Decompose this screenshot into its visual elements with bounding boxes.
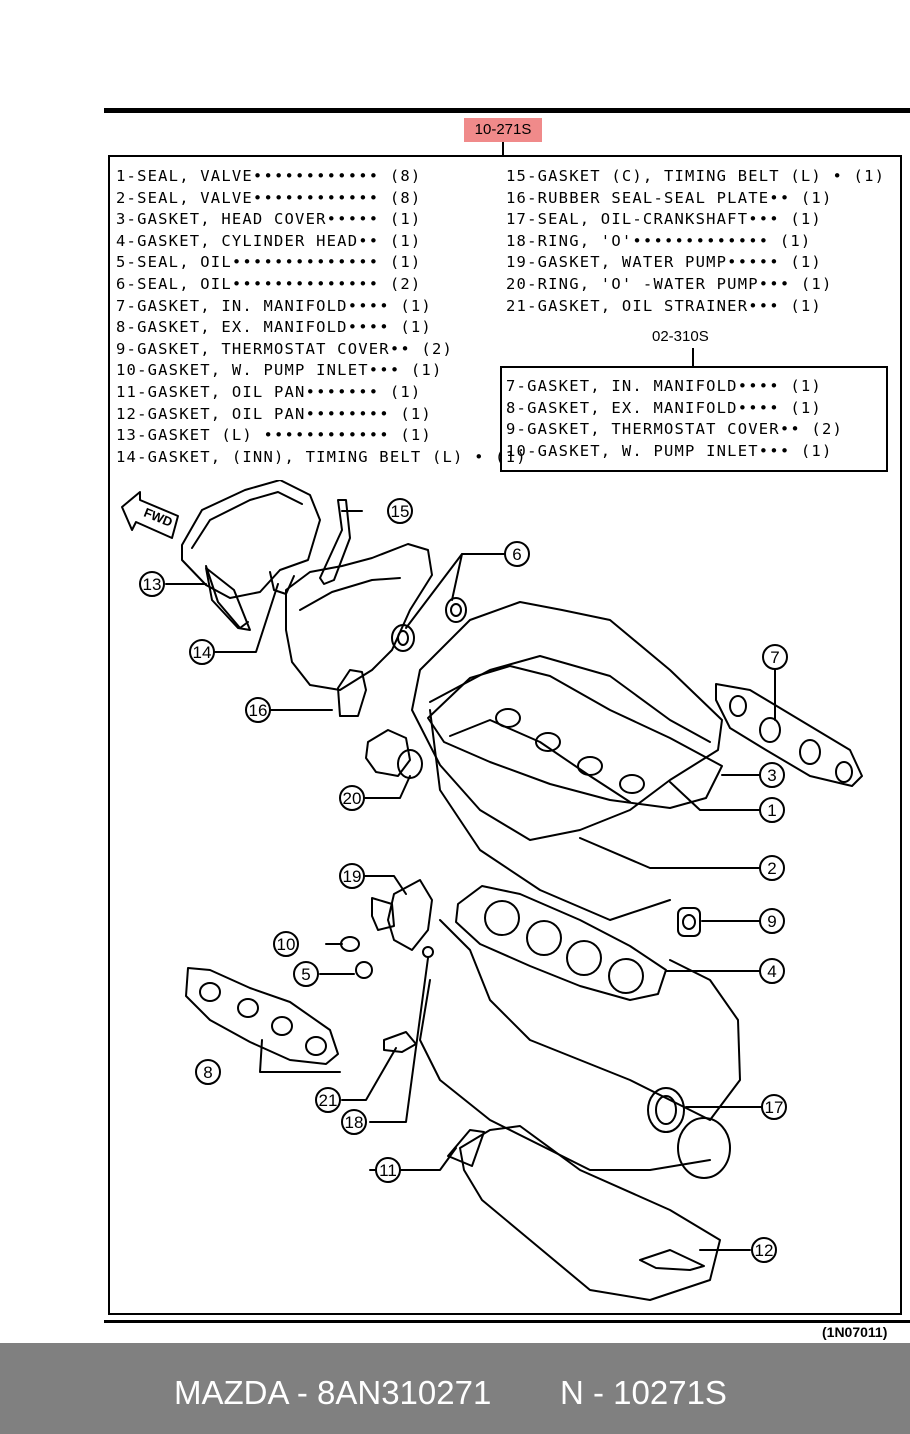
callout-5: 5: [293, 961, 319, 987]
sub-kit-item: 7-GASKET, IN. MANIFOLD•••• (1): [506, 377, 822, 395]
parts-list-item: 21-GASKET, OIL STRAINER••• (1): [506, 296, 822, 315]
parts-list-item: 1-SEAL, VALVE•••••••••••• (8): [116, 167, 422, 185]
sub-kit-leader-line: [692, 348, 694, 366]
parts-list-item: 2-SEAL, VALVE•••••••••••• (8): [116, 188, 422, 207]
callout-3: 3: [759, 762, 785, 788]
sub-kit-item: 8-GASKET, EX. MANIFOLD•••• (1): [506, 398, 822, 417]
svg-text:14: 14: [193, 643, 212, 662]
crankshaft-oil-seal: [647, 1087, 731, 1179]
callout-4: 4: [759, 958, 785, 984]
parts-list-item: 10-GASKET, W. PUMP INLET••• (1): [116, 361, 443, 380]
sub-kit-item: 10-GASKET, W. PUMP INLET••• (1): [506, 441, 833, 460]
exhaust-manifold-gasket: [185, 967, 339, 1065]
callout-17: 17: [761, 1094, 787, 1120]
parts-list-item: 16-RUBBER SEAL-SEAL PLATE•• (1): [506, 188, 833, 207]
callout-16: 16: [245, 697, 271, 723]
callout-11: 11: [375, 1157, 401, 1183]
cylinder-block: [419, 919, 741, 1171]
thermostat-gasket: [677, 907, 701, 937]
oil-pan: [447, 1125, 721, 1301]
callout-13: 13: [139, 571, 165, 597]
callout-badges: 1 2 3 4 5 6 7 8 9 10 11 12 13 14 15 16 1…: [139, 498, 788, 1263]
callout-14: 14: [189, 639, 215, 665]
cylinder-head-gasket: [455, 885, 667, 1001]
oil-strainer-gasket: [383, 1031, 417, 1053]
svg-text:20: 20: [343, 789, 362, 808]
parts-list-item: 20-RING, 'O' -WATER PUMP••• (1): [506, 274, 833, 293]
svg-text:11: 11: [379, 1161, 397, 1180]
callout-10: 10: [273, 931, 299, 957]
part-tag: 10-271S: [464, 118, 542, 142]
callout-8: 8: [195, 1059, 221, 1085]
sub-kit-item: 9-GASKET, THERMOSTAT COVER•• (2): [506, 420, 844, 439]
footer-banner: MAZDA - 8AN310271 N - 10271S: [0, 1343, 910, 1434]
callout-20: 20: [339, 785, 365, 811]
parts-list-item: 12-GASKET, OIL PAN•••••••• (1): [116, 404, 432, 423]
svg-text:5: 5: [301, 965, 310, 984]
sub-kit-tag: 02-310S: [652, 328, 709, 345]
callout-12: 12: [751, 1237, 777, 1263]
parts-list-item: 9-GASKET, THERMOSTAT COVER•• (2): [116, 339, 454, 358]
sub-kit-box: [500, 366, 888, 472]
front-seals: [391, 597, 467, 652]
svg-text:1: 1: [767, 801, 776, 820]
parts-list-item: 19-GASKET, WATER PUMP••••• (1): [506, 253, 822, 272]
sub-kit-list: 7-GASKET, IN. MANIFOLD•••• (1) 8-GASKET,…: [506, 376, 843, 462]
svg-text:6: 6: [512, 545, 521, 564]
svg-text:13: 13: [143, 575, 162, 594]
svg-text:17: 17: [765, 1098, 784, 1117]
cylinder-head: [411, 601, 723, 921]
svg-text:15: 15: [391, 502, 410, 521]
parts-list-item: 18-RING, 'O'••••••••••••• (1): [506, 231, 812, 250]
parts-list-left: 1-SEAL, VALVE•••••••••••• (8) 2-SEAL, VA…: [116, 166, 527, 468]
parts-list-item: 13-GASKET (L) •••••••••••• (1): [116, 426, 432, 445]
parts-list-item: 8-GASKET, EX. MANIFOLD•••• (1): [116, 318, 432, 337]
callout-6: 6: [504, 541, 530, 567]
footer-kit-code: N - 10271S: [560, 1374, 727, 1411]
parts-list-item: 4-GASKET, CYLINDER HEAD•• (1): [116, 231, 422, 250]
svg-text:7: 7: [770, 648, 779, 667]
parts-list-item: 15-GASKET (C), TIMING BELT (L) • (1): [506, 167, 886, 185]
fwd-arrow-icon: FWD: [121, 491, 179, 539]
footer-part-number: MAZDA - 8AN310271: [174, 1374, 492, 1411]
svg-text:19: 19: [343, 867, 362, 886]
parts-list-item: 14-GASKET, (INN), TIMING BELT (L) • (1): [116, 447, 527, 466]
bottom-rule: [104, 1320, 910, 1323]
engine-exploded-diagram: FWD: [121, 480, 863, 1301]
parts-list-right: 15-GASKET (C), TIMING BELT (L) • (1) 16-…: [506, 166, 885, 317]
svg-text:9: 9: [767, 912, 776, 931]
water-pump-parts: [340, 729, 434, 979]
reference-code: (1N07011): [822, 1324, 888, 1340]
callout-2: 2: [759, 855, 785, 881]
leader-lines: [165, 510, 776, 1251]
svg-text:4: 4: [767, 962, 776, 981]
callout-18: 18: [341, 1109, 367, 1135]
callout-21: 21: [315, 1087, 341, 1113]
parts-list-item: 7-GASKET, IN. MANIFOLD•••• (1): [116, 296, 432, 315]
svg-text:3: 3: [767, 766, 776, 785]
svg-text:10: 10: [277, 935, 296, 954]
callout-19: 19: [339, 863, 365, 889]
callout-15: 15: [387, 498, 413, 524]
svg-text:16: 16: [249, 701, 268, 720]
svg-text:12: 12: [755, 1241, 774, 1260]
tag-leader-line: [502, 142, 504, 156]
svg-text:21: 21: [319, 1091, 338, 1110]
parts-list-item: 5-SEAL, OIL•••••••••••••• (1): [116, 253, 422, 272]
callout-7: 7: [762, 644, 788, 670]
intake-manifold-gasket: [715, 683, 863, 787]
parts-list-item: 3-GASKET, HEAD COVER••••• (1): [116, 210, 422, 229]
head-cover-gasket: [427, 665, 723, 809]
top-rule: [104, 108, 910, 113]
svg-text:2: 2: [767, 859, 776, 878]
callout-9: 9: [759, 908, 785, 934]
callout-1: 1: [759, 797, 785, 823]
diagram-frame: [108, 155, 902, 1315]
parts-list-item: 17-SEAL, OIL-CRANKSHAFT••• (1): [506, 210, 822, 229]
parts-list-item: 6-SEAL, OIL•••••••••••••• (2): [116, 274, 422, 293]
svg-text:18: 18: [345, 1113, 364, 1132]
parts-list-item: 11-GASKET, OIL PAN••••••• (1): [116, 382, 422, 401]
svg-text:8: 8: [203, 1063, 212, 1082]
